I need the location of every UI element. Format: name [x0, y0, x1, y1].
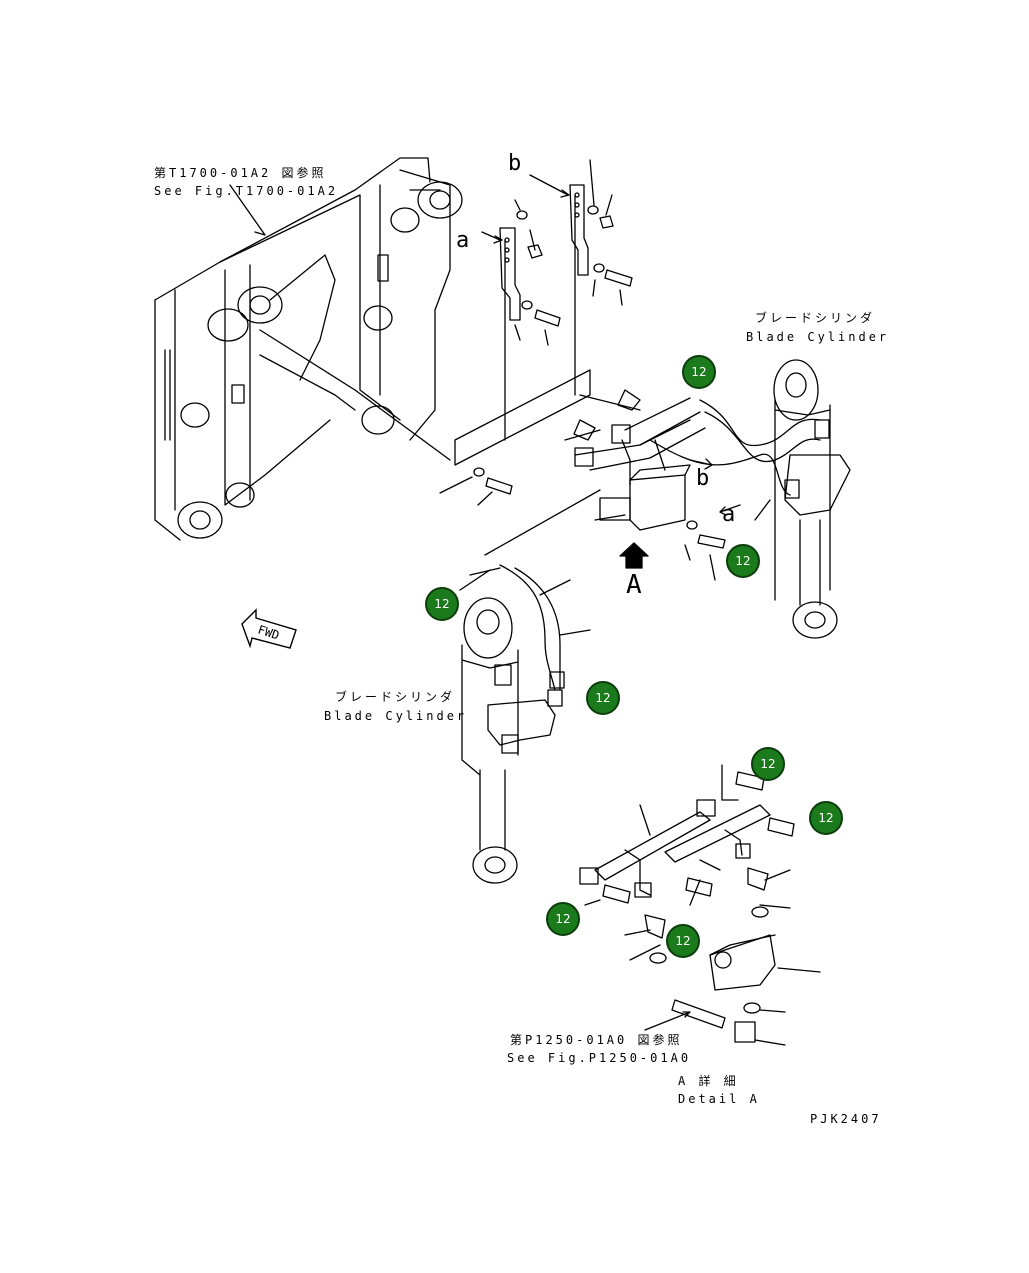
blade-cylinder-left-jp: ブレードシリンダ — [335, 690, 456, 704]
detail-a-jp: A 詳 細 — [678, 1074, 739, 1088]
leader-lines — [229, 184, 491, 591]
blade-cylinder-right — [754, 359, 851, 639]
callout-12[interactable]: 12 — [666, 924, 700, 958]
drawing-code: PJK2407 — [810, 1112, 882, 1126]
marker-b-top: b — [508, 151, 522, 176]
blade-cylinder-left — [461, 489, 601, 884]
blade-cylinder-right-en: Blade Cylinder — [746, 330, 890, 344]
blade-cylinder-left-en: Blade Cylinder — [324, 709, 468, 723]
view-a-label: A — [626, 570, 642, 600]
callout-12[interactable]: 12 — [586, 681, 620, 715]
frame-assembly — [154, 157, 463, 541]
fasteners — [439, 159, 633, 506]
callout-12[interactable]: 12 — [682, 355, 716, 389]
detail-a-en: Detail A — [678, 1092, 760, 1106]
bracket-b — [529, 174, 589, 276]
detail-a-exploded — [579, 764, 821, 1046]
ref-t1700-jp: 第T1700-01A2 図参照 — [154, 166, 327, 180]
view-a-arrow — [619, 542, 649, 569]
fwd-arrow-icon: FWD — [241, 608, 297, 649]
blade-cylinder-right-jp: ブレードシリンダ — [755, 311, 876, 325]
callout-12[interactable]: 12 — [546, 902, 580, 936]
valve-assembly — [564, 389, 821, 581]
callout-12[interactable]: 12 — [726, 544, 760, 578]
bracket-a — [481, 227, 521, 321]
ref-p1250-en: See Fig.P1250-01A0 — [507, 1051, 692, 1065]
ref-t1700-en: See Fig.T1700-01A2 — [154, 184, 339, 198]
mounting-plate — [454, 194, 591, 466]
callout-12[interactable]: 12 — [751, 747, 785, 781]
marker-a-mid: a — [722, 502, 736, 527]
callout-12[interactable]: 12 — [425, 587, 459, 621]
ref-p1250-jp: 第P1250-01A0 図参照 — [510, 1033, 683, 1047]
callout-12[interactable]: 12 — [809, 801, 843, 835]
marker-a-top: a — [456, 228, 470, 253]
marker-b-mid: b — [696, 466, 710, 491]
fwd-label: FWD — [256, 623, 281, 643]
